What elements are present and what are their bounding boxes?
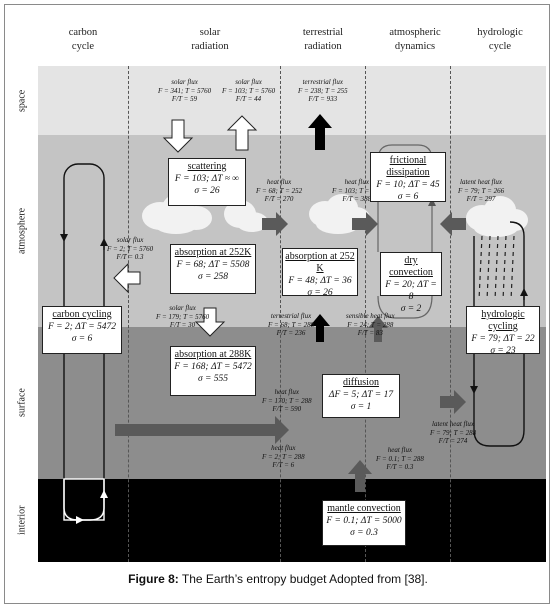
box-dry-convection: dry convection F = 20; ΔT = 8 σ = 2	[380, 252, 442, 314]
figure-frame	[4, 4, 550, 604]
solar-carbon-arrow	[113, 262, 141, 294]
box-absorption-252-terrestrial: absorption at 252 K F = 48; ΔT = 36 σ = …	[282, 248, 358, 298]
column-divider	[128, 66, 129, 562]
box-mantle-convection: mantle convection F = 0.1; ΔT = 5000 σ =…	[322, 500, 406, 546]
solar-in-arrow	[162, 119, 194, 153]
caption-text: The Earth’s entropy budget Adopted from …	[178, 572, 428, 586]
box-absorption-288: absorption at 288K F = 168; ΔT = 5472 σ …	[170, 346, 256, 396]
latent-heat-arrow	[440, 212, 466, 236]
column-divider	[450, 66, 451, 562]
solar-mid-arrow	[194, 307, 226, 337]
heat-flux-arrow	[352, 212, 378, 236]
column-divider	[280, 66, 281, 562]
heat-flux-surface-arrow	[115, 416, 289, 444]
box-scattering: scattering F = 103; ΔT ≈ ∞ σ = 26	[168, 158, 246, 206]
space-band	[38, 66, 546, 135]
box-frictional-dissipation: frictional dissipation F = 10; ΔT = 45 σ…	[370, 152, 446, 202]
terrestrial-out-arrow	[308, 114, 332, 150]
solar-out-arrow	[226, 115, 258, 151]
heat-flux-interior-arrow	[348, 460, 372, 492]
latent-heat-surface-arrow	[440, 390, 466, 414]
box-hydrologic-cycling: hydrologic cycling F = 79; ΔT = 22 σ = 2…	[466, 306, 540, 356]
heat-flux-arrow	[262, 212, 288, 236]
cloud-icon	[309, 194, 370, 234]
box-absorption-252-solar: absorption at 252K F = 68; ΔT = 5508 σ =…	[170, 244, 256, 294]
rain-icon	[478, 235, 515, 301]
caption-label: Figure 8:	[128, 572, 179, 586]
box-carbon-cycling: carbon cycling F = 2; ΔT = 5472 σ = 6	[42, 306, 122, 354]
cloud-icon	[466, 196, 528, 237]
column-divider	[365, 66, 366, 562]
interior-band	[38, 479, 546, 562]
box-diffusion: diffusion ΔF = 5; ΔT = 17 σ = 1	[322, 374, 400, 418]
terrestrial-mid-arrow	[310, 314, 330, 342]
sensible-heat-arrow	[368, 316, 388, 342]
figure-caption: Figure 8: The Earth’s entropy budget Ado…	[0, 572, 556, 586]
